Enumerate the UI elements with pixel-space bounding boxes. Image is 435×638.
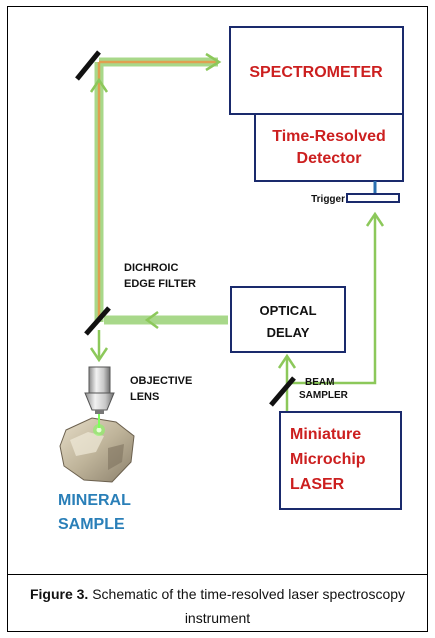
laser-label-line3: LASER xyxy=(290,476,345,493)
detector-label-line1: Time-Resolved xyxy=(272,128,386,145)
detector-label-line2: Detector xyxy=(297,150,362,167)
trigger-label: Trigger xyxy=(311,194,345,205)
optical-delay-label-line2: DELAY xyxy=(267,325,310,340)
beam-sampler-label-line2: SAMPLER xyxy=(299,390,349,401)
spectrometer-label: SPECTROMETER xyxy=(249,64,383,81)
mineral-sample-label-line2: SAMPLE xyxy=(58,516,125,533)
optical-delay-box xyxy=(230,286,346,353)
mineral-sample-icon xyxy=(59,414,135,483)
beam-path xyxy=(94,57,228,325)
dichroic-mirror xyxy=(84,306,111,336)
trigger-bar xyxy=(346,193,400,203)
beam-arrows xyxy=(89,52,385,412)
objective-lens-icon xyxy=(84,366,115,414)
caption-text: Schematic of the time-resolved laser spe… xyxy=(88,586,406,626)
caption-divider xyxy=(7,574,428,575)
laser-label-line2: Microchip xyxy=(290,451,366,468)
dichroic-label-line1: DICHROIC xyxy=(124,262,178,274)
dichroic-label-line2: EDGE FILTER xyxy=(124,278,196,290)
objective-label-line2: LENS xyxy=(130,391,159,403)
objective-label-line1: OBJECTIVE xyxy=(130,375,192,387)
detector-box xyxy=(254,113,404,182)
beam-sampler-mirror xyxy=(269,376,296,407)
laser-box xyxy=(279,411,402,510)
laser-label-line1: Miniature xyxy=(290,426,361,443)
top-mirror xyxy=(75,50,101,81)
figure-caption: Figure 3. Schematic of the time-resolved… xyxy=(12,582,423,630)
optical-delay-label-line1: OPTICAL xyxy=(259,303,316,318)
schematic-diagram: SPECTROMETER Time-Resolved Detector OPTI… xyxy=(58,26,404,533)
mineral-sample-label-line1: MINERAL xyxy=(58,492,131,509)
beam-sampler-label-line1: BEAM xyxy=(305,377,334,388)
figure-number: Figure 3. xyxy=(29,586,89,602)
